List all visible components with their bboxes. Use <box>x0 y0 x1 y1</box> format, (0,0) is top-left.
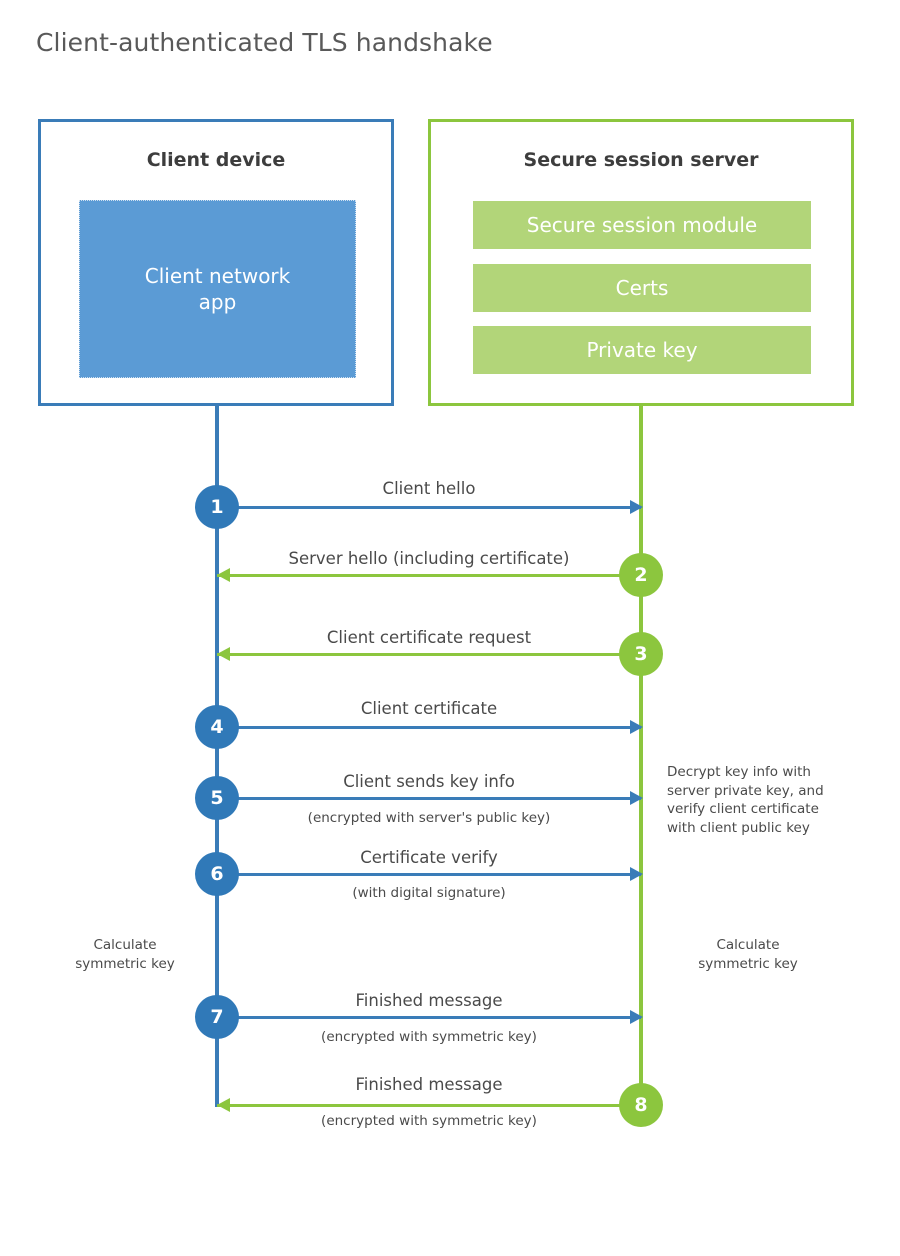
server-component-certs: Certs <box>473 264 811 312</box>
message-3-arrow-head-icon <box>217 647 230 661</box>
message-6-sublabel: (with digital signature) <box>352 885 506 901</box>
step-badge-5: 5 <box>195 776 239 820</box>
message-6-arrow-head-icon <box>630 867 643 881</box>
message-2-label: Server hello (including certificate) <box>288 549 570 568</box>
message-7-arrow-head-icon <box>630 1010 643 1024</box>
step-badge-8: 8 <box>619 1083 663 1127</box>
secure-session-server-box: Secure session server Secure session mod… <box>428 119 854 406</box>
message-6-arrow-line <box>217 873 641 876</box>
message-5-arrow-head-icon <box>630 791 643 805</box>
message-2-arrow-line <box>217 574 641 577</box>
message-7-sublabel: (encrypted with symmetric key) <box>321 1029 537 1045</box>
message-4-arrow-head-icon <box>630 720 643 734</box>
message-1-arrow-line <box>217 506 641 509</box>
message-8-arrow-head-icon <box>217 1098 230 1112</box>
client-device-box: Client device Client network app <box>38 119 394 406</box>
message-5-label: Client sends key info <box>343 772 515 791</box>
message-7-arrow-line <box>217 1016 641 1019</box>
client-device-title: Client device <box>146 149 286 171</box>
step-badge-4: 4 <box>195 705 239 749</box>
page-title: Client-authenticated TLS handshake <box>36 28 493 57</box>
step-badge-2: 2 <box>619 553 663 597</box>
message-4-label: Client certificate <box>360 699 498 718</box>
step-badge-6: 6 <box>195 852 239 896</box>
message-6-label: Certificate verify <box>360 848 498 867</box>
message-8-arrow-line <box>217 1104 641 1107</box>
message-3-label: Client certificate request <box>326 628 532 647</box>
message-7-label: Finished message <box>355 991 503 1010</box>
message-8-sublabel: (encrypted with symmetric key) <box>321 1113 537 1129</box>
message-5-arrow-line <box>217 797 641 800</box>
client-network-app-block: Client network app <box>79 200 356 378</box>
server-lifeline <box>639 403 643 1107</box>
note-server-calculate-symmetric-key: Calculate symmetric key <box>698 937 798 972</box>
message-8-label: Finished message <box>355 1075 503 1094</box>
step-badge-1: 1 <box>195 485 239 529</box>
message-3-arrow-line <box>217 653 641 656</box>
message-5-sublabel: (encrypted with server's public key) <box>307 810 551 826</box>
note-server-decrypt: Decrypt key info with server private key… <box>667 764 824 836</box>
server-component-secure-session-module: Secure session module <box>473 201 811 249</box>
message-2-arrow-head-icon <box>217 568 230 582</box>
client-lifeline <box>215 403 219 1107</box>
server-component-private-key: Private key <box>473 326 811 374</box>
message-1-arrow-head-icon <box>630 500 643 514</box>
message-1-label: Client hello <box>382 479 476 498</box>
message-4-arrow-line <box>217 726 641 729</box>
step-badge-3: 3 <box>619 632 663 676</box>
secure-session-server-title: Secure session server <box>523 149 759 171</box>
step-badge-7: 7 <box>195 995 239 1039</box>
note-client-calculate-symmetric-key: Calculate symmetric key <box>75 937 175 972</box>
